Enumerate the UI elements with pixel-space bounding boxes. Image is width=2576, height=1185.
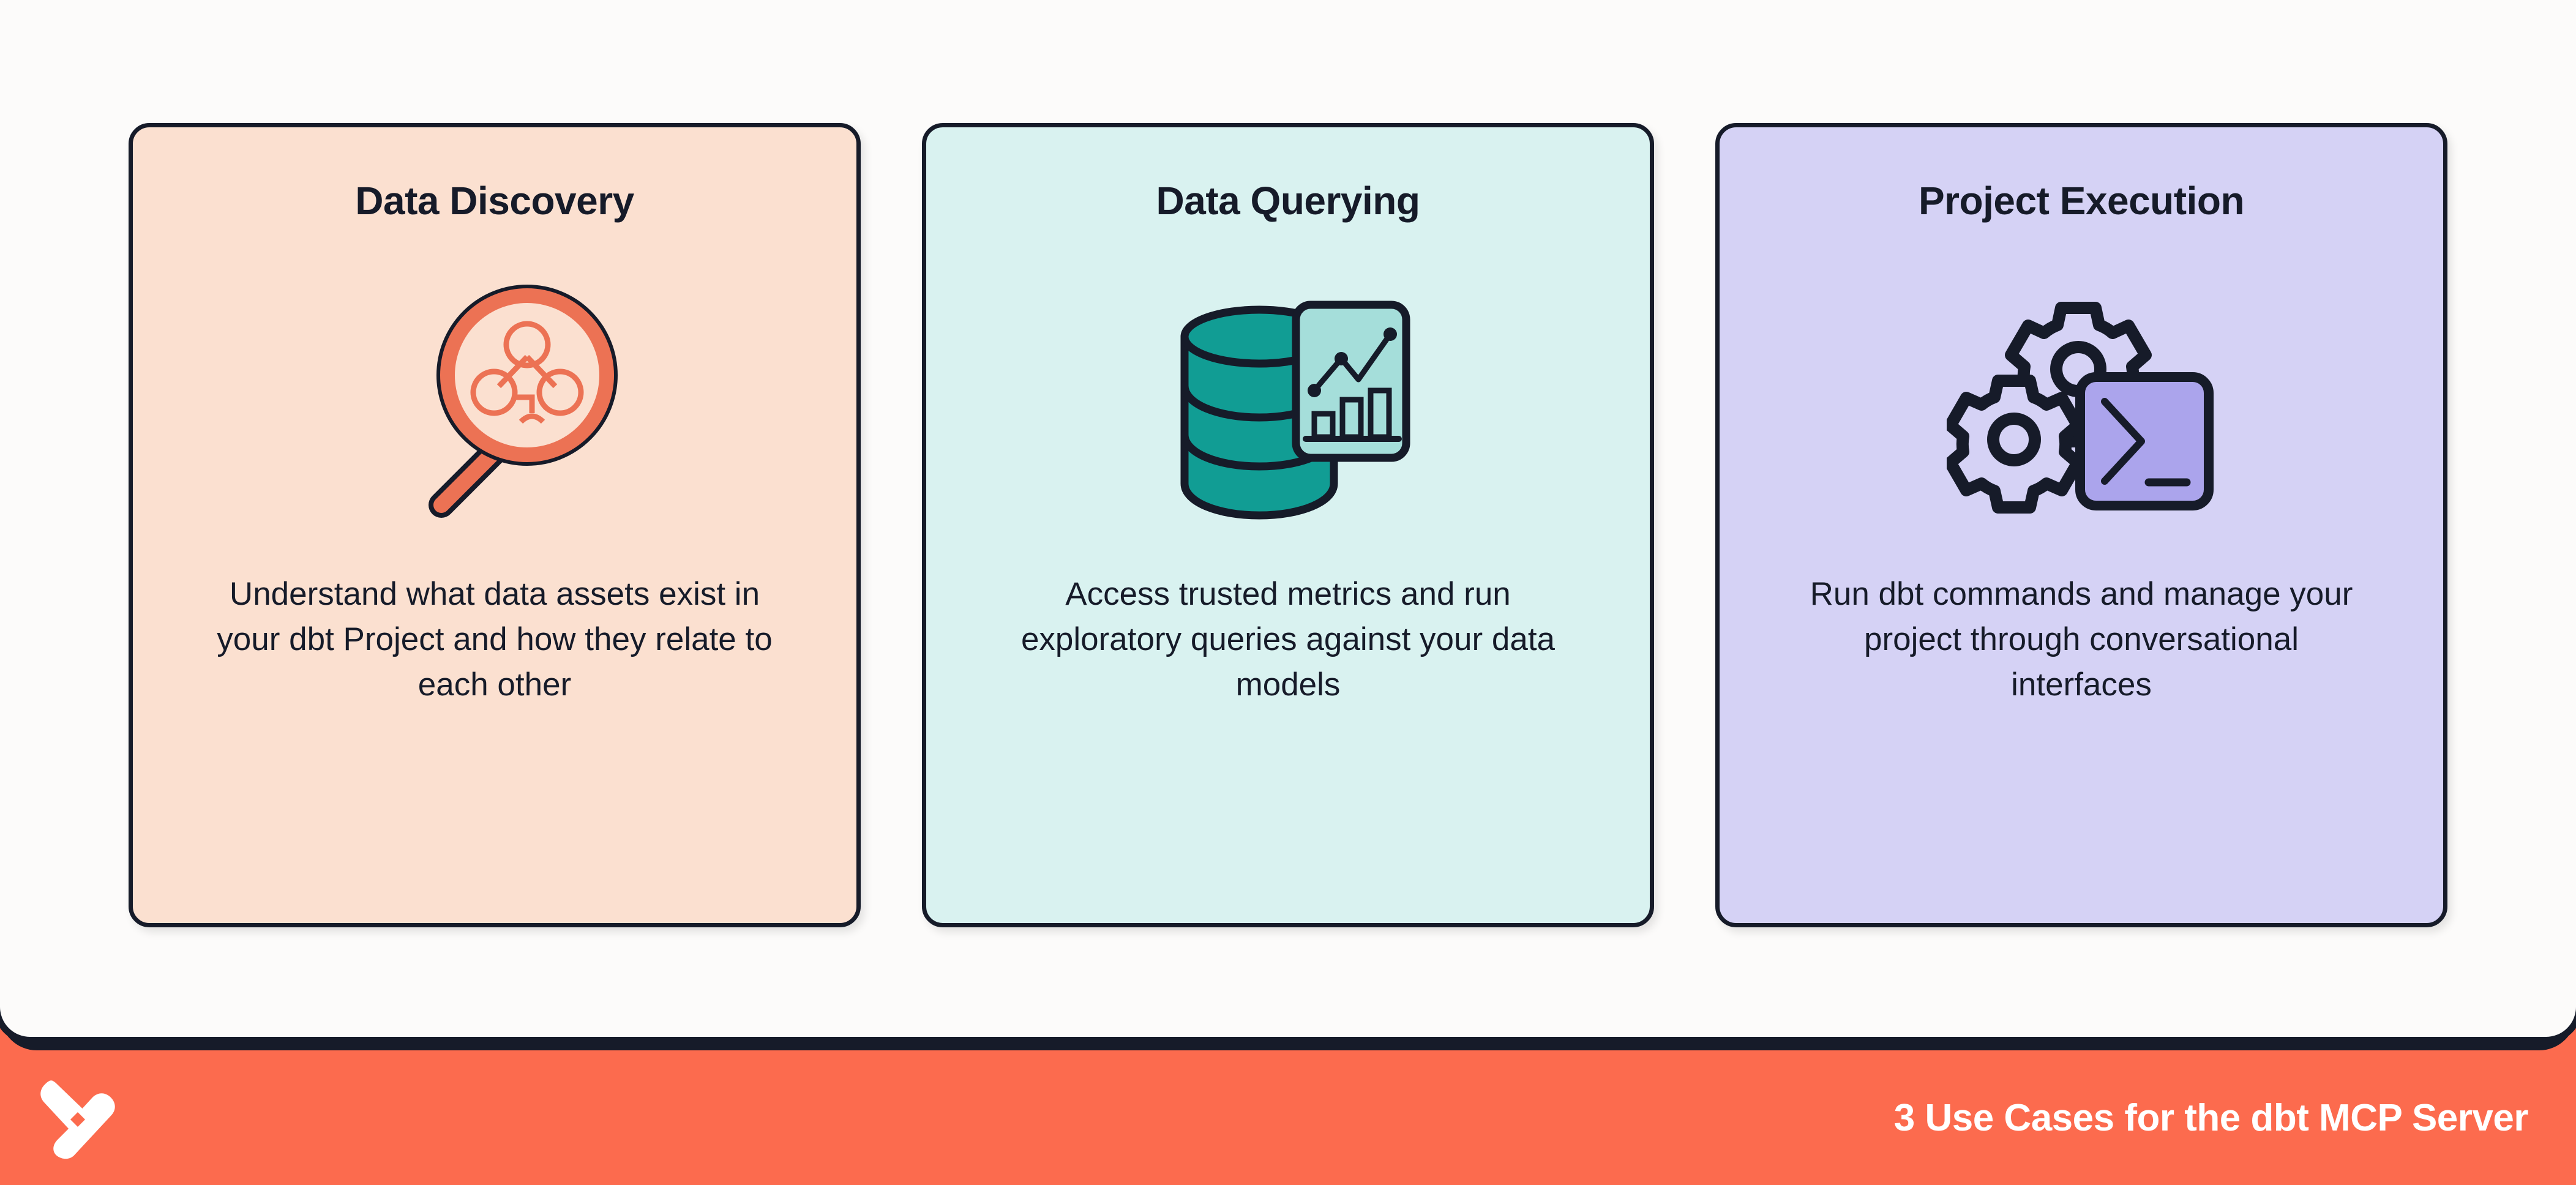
use-case-card-row: Data Discovery (129, 123, 2447, 927)
card-data-discovery[interactable]: Data Discovery (129, 123, 861, 927)
database-analytics-icon (926, 250, 1650, 568)
card-data-querying[interactable]: Data Querying (922, 123, 1654, 927)
card-title: Project Execution (1918, 179, 2245, 223)
card-title: Data Discovery (355, 179, 634, 223)
card-description: Run dbt commands and manage your project… (1810, 576, 2353, 703)
footer-bar: 3 Use Cases for the dbt MCP Server (0, 1050, 2576, 1185)
card-description: Understand what data assets exist in you… (217, 576, 773, 703)
dbt-logo (40, 1080, 115, 1159)
gears-terminal-icon (1720, 250, 2443, 568)
card-title: Data Querying (1156, 179, 1420, 223)
card-description: Access trusted metrics and run explorato… (1020, 576, 1556, 703)
footer-title: 3 Use Cases for the dbt MCP Server (1893, 1096, 2529, 1139)
card-project-execution[interactable]: Project Execution (1715, 123, 2447, 927)
gear-icon (1947, 375, 2084, 514)
magnifying-glass-graph-icon (133, 250, 856, 568)
